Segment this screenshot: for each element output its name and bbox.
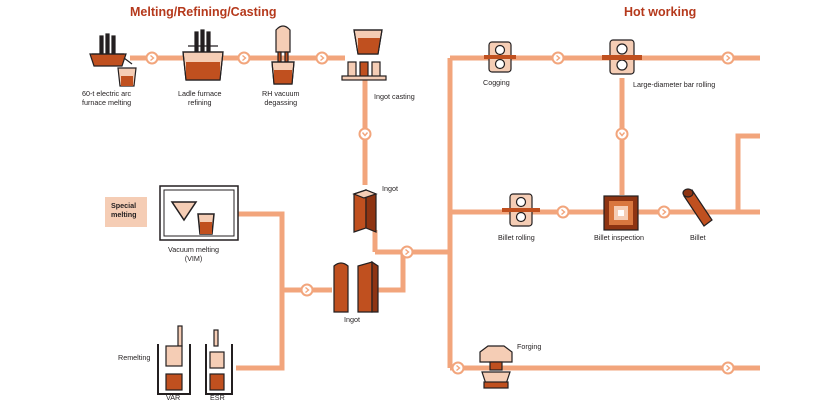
ladle-furnace-icon (182, 29, 224, 81)
label-large-bar-rolling: Large-diameter bar rolling (633, 80, 716, 89)
pipe-remelting-to-ingot (236, 290, 285, 371)
flow-arrow-icon (358, 127, 372, 141)
flow-arrow-icon (400, 245, 414, 259)
label-esr: ESR (210, 393, 225, 402)
electric-arc-furnace-icon (89, 33, 137, 87)
vim-furnace-icon (159, 185, 239, 241)
billet-icon (682, 188, 713, 227)
pipe-vim-to-ingot (238, 211, 332, 293)
label-var: VAR (166, 393, 181, 402)
label-ingot-casting: Ingot casting (374, 92, 415, 101)
flow-arrow-icon (451, 361, 465, 375)
cogging-mill-icon (484, 41, 516, 73)
flow-arrow-icon (721, 51, 735, 65)
pipe-ingot-pair-to-junction (378, 252, 406, 293)
flow-arrow-icon (657, 205, 671, 219)
billet-rolling-mill-icon (502, 193, 540, 227)
esr-furnace-icon (205, 329, 233, 395)
flow-arrow-icon (615, 127, 629, 141)
label-billet: Billet (690, 233, 706, 242)
ingot-casting-icon (341, 29, 387, 81)
flow-arrow-icon (315, 51, 329, 65)
billet-inspection-icon (603, 195, 639, 231)
section-heading-hot-working: Hot working (624, 5, 697, 19)
pipe-right-branch (735, 133, 760, 212)
forging-press-icon (479, 345, 513, 389)
large-bar-rolling-mill-icon (602, 39, 642, 75)
section-heading-melting: Melting/Refining/Casting (130, 5, 277, 19)
flow-arrow-icon (145, 51, 159, 65)
flow-arrow-icon (300, 283, 314, 297)
flow-arrow-icon (551, 51, 565, 65)
flow-arrow-icon (556, 205, 570, 219)
label-forging: Forging (517, 342, 542, 351)
rh-vacuum-degassing-icon (271, 25, 295, 85)
label-billet-rolling: Billet rolling (498, 233, 535, 242)
label-vim: Vacuum melting(VIM) (168, 245, 219, 263)
label-ingot-middle: Ingot (344, 315, 360, 324)
var-furnace-icon (157, 325, 191, 395)
label-remelting: Remelting (118, 353, 151, 362)
label-ingot-top: Ingot (382, 184, 398, 193)
label-cogging: Cogging (483, 78, 510, 87)
flow-arrow-icon (237, 51, 251, 65)
label-billet-inspection: Billet inspection (594, 233, 644, 242)
ingot-icon (352, 189, 378, 233)
flow-arrow-circles (145, 51, 735, 375)
ingot-pair-icon (333, 260, 379, 313)
flow-arrow-icon (721, 361, 735, 375)
